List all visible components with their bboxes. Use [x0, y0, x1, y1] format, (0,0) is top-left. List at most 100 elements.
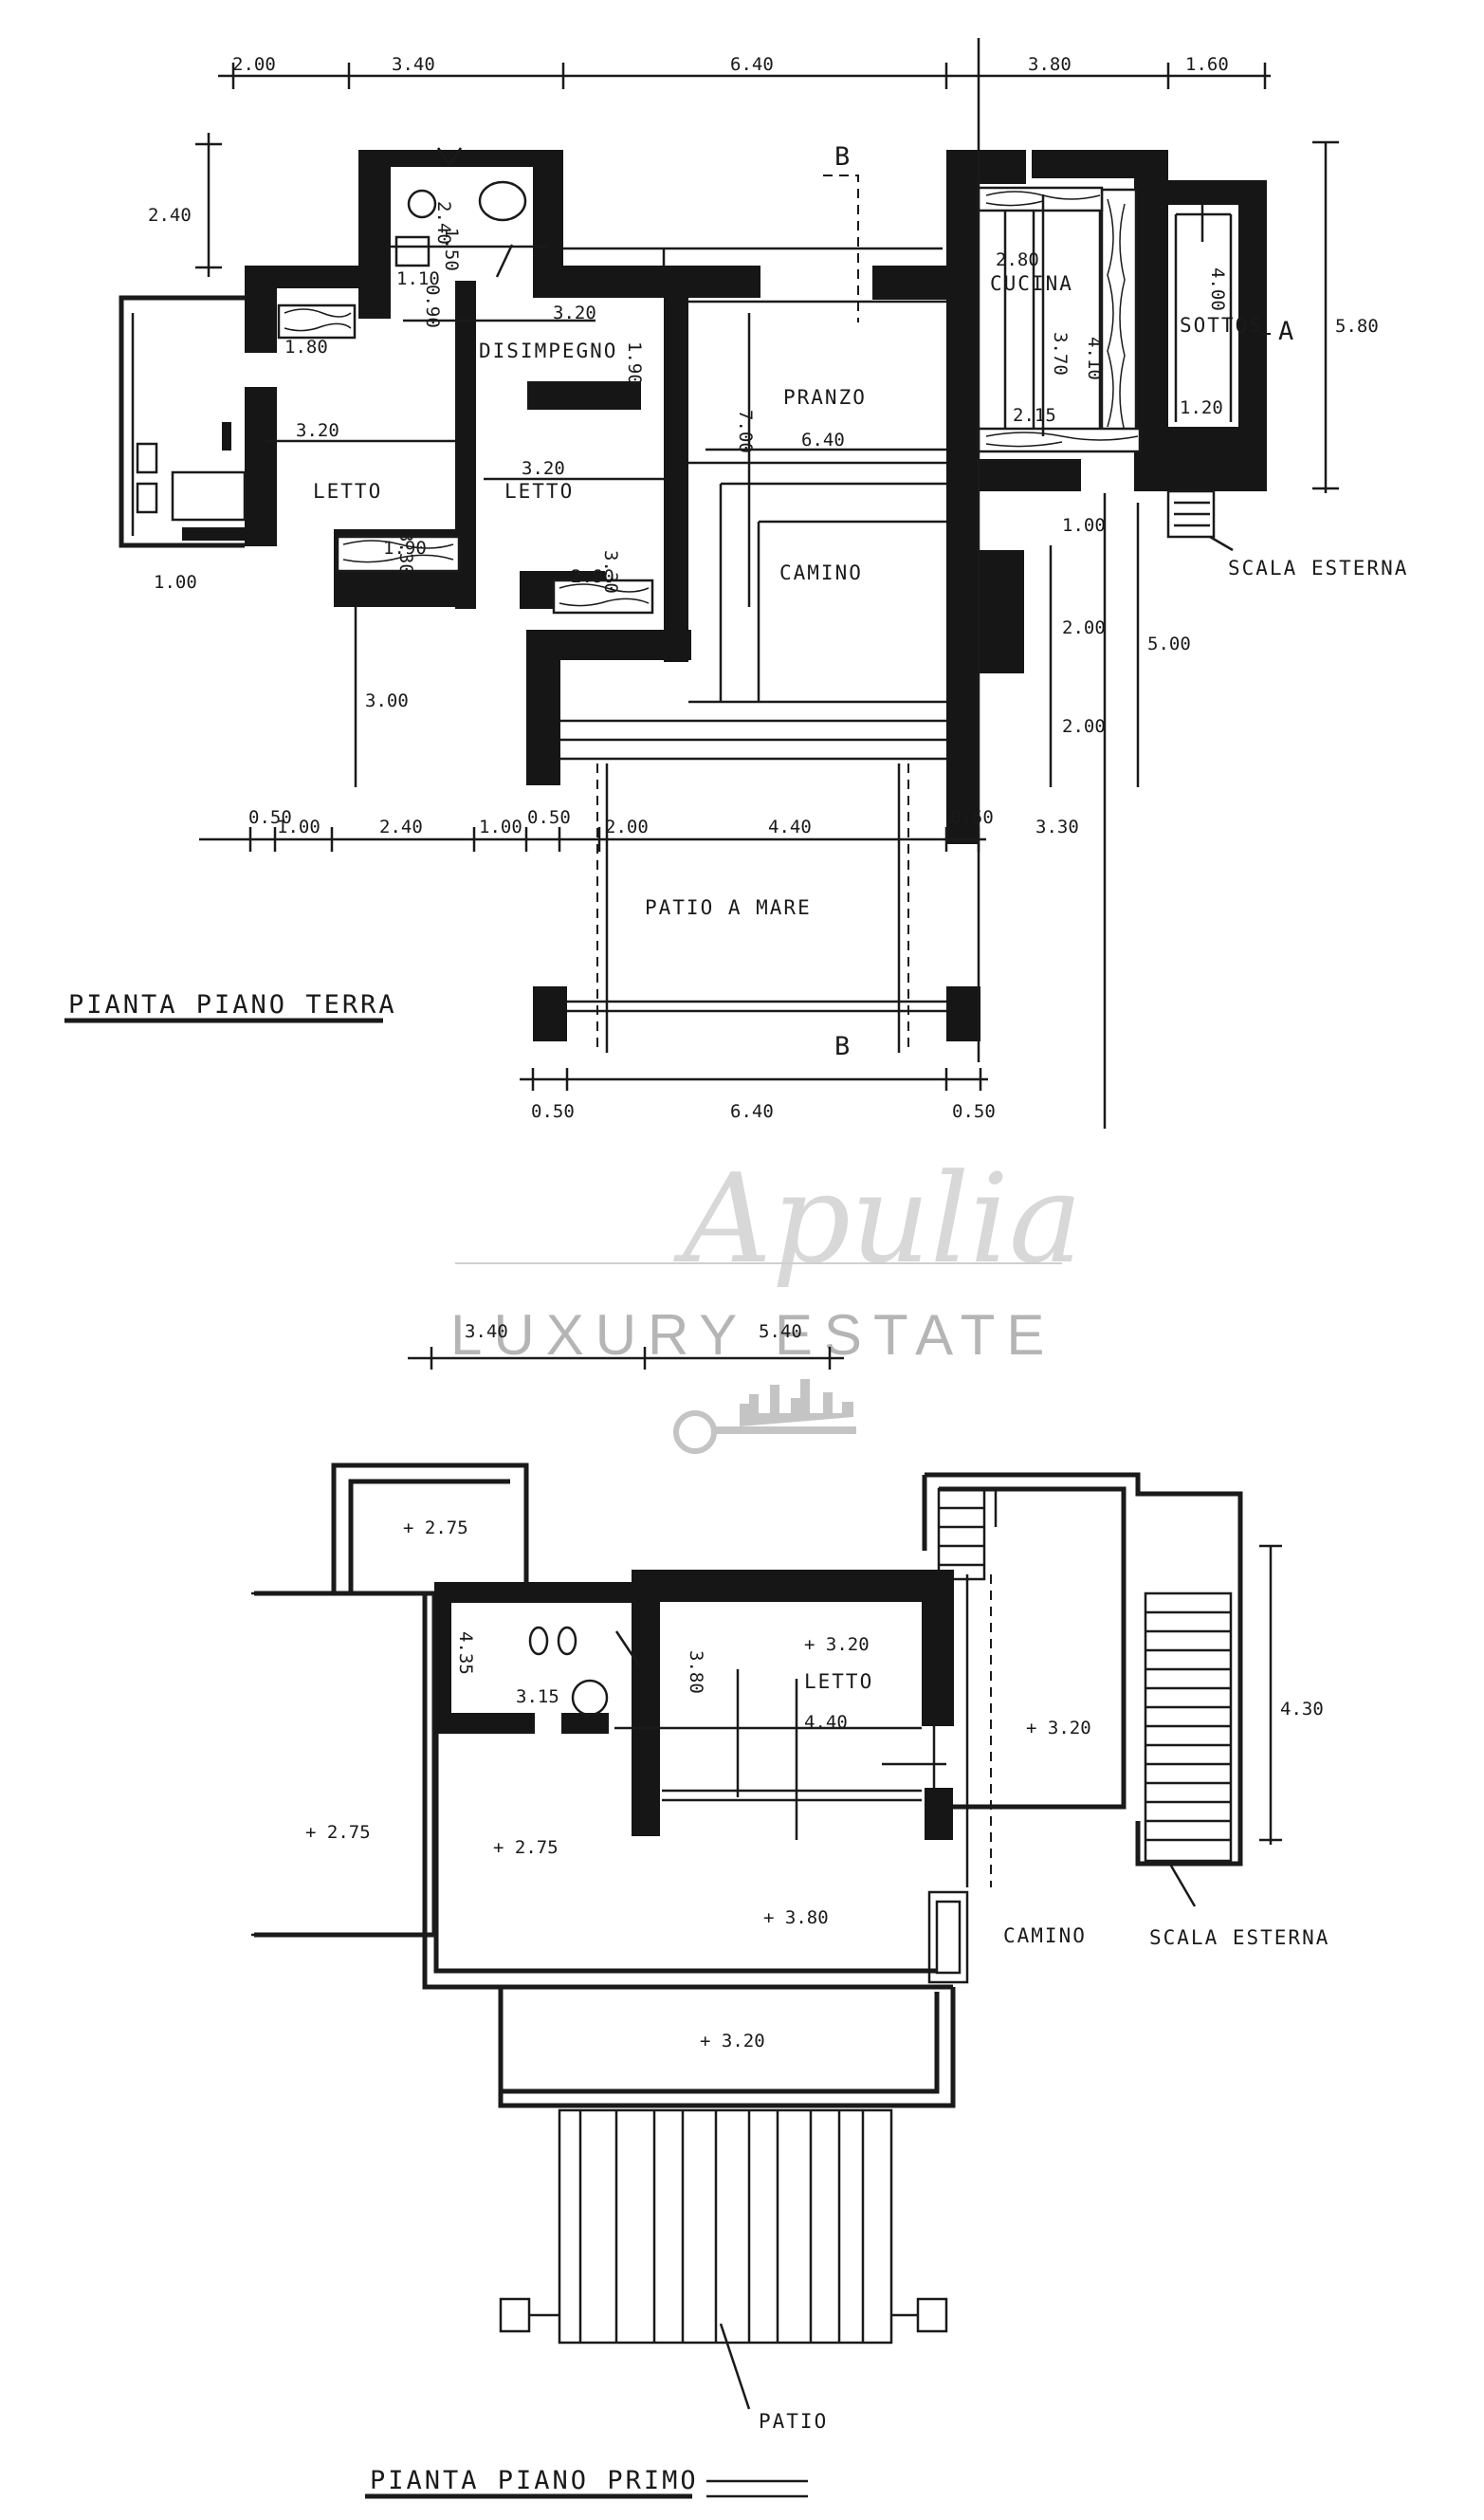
dim-1-90-disimpegno: 1.90 [624, 341, 645, 385]
ground-bathroom-fixtures [136, 147, 527, 514]
sink-icon [478, 180, 527, 222]
ground-bottom-dimension-chain: 0.50 1.00 2.40 1.00 0.50 2.00 4.40 0.50 … [199, 807, 1079, 852]
ground-floor-plan: 2.00 3.40 6.40 3.80 1.60 2.40 5.80 1.00 … [64, 38, 1408, 1129]
section-mark-b-top: B [834, 142, 852, 172]
dim-2-90: 2.90 [571, 566, 614, 587]
dim-3-30-letto-2: 3.30 [600, 550, 621, 594]
first-dimension-labels: 3.80 4.40 4.30 3.15 4.35 [455, 1631, 1324, 1733]
dim-5-00: 5.00 [1147, 634, 1191, 654]
dim-2-40-bath: 2.40 [433, 201, 454, 245]
dim-1-60: 1.60 [1185, 54, 1229, 75]
dim-1-90-wardrobe: 1.90 [383, 538, 427, 559]
dim-6-40-pranzo: 6.40 [801, 430, 845, 451]
watermark-script: Apulia [673, 1147, 1082, 1291]
first-walls [434, 1570, 954, 1840]
dim-2-40-left: 2.40 [148, 205, 192, 226]
first-patio-deck [499, 2108, 948, 2410]
level-terrace-bottom: + 3.20 [700, 2031, 765, 2051]
dim-bottom-3-30: 3.30 [1035, 817, 1079, 837]
dim-3-80: 3.80 [1028, 54, 1072, 75]
dim-first-3-80: 3.80 [686, 1650, 706, 1694]
first-room-label-patio: PATIO [759, 2410, 828, 2433]
sink-icon-first [571, 1679, 609, 1717]
dim-first-3-15: 3.15 [516, 1686, 559, 1707]
level-living: + 3.80 [763, 1907, 829, 1928]
dim-bottom-1-00: 1.00 [277, 817, 321, 837]
patio-dimension-chain: 0.50 6.40 0.50 [520, 1068, 996, 1122]
dim-1-10: 1.10 [396, 268, 440, 289]
first-floor-title: PIANTA PIANO PRIMO [370, 2466, 699, 2495]
dim-bottom-1-00-b: 1.00 [479, 817, 522, 837]
dim-2-00: 2.00 [232, 54, 276, 75]
dim-3-20-letto-1: 3.20 [296, 420, 339, 441]
room-label-scala-esterna: SCALA ESTERNA [1228, 557, 1408, 579]
dim-patio-6-40: 6.40 [730, 1101, 774, 1122]
dim-bottom-0-50: 0.50 [248, 807, 292, 828]
dim-patio-0-50-right: 0.50 [952, 1101, 996, 1122]
first-room-label-letto: LETTO [804, 1670, 873, 1693]
room-label-patio-a-mare: PATIO A MARE [645, 896, 812, 919]
first-external-stair [937, 1487, 1282, 1907]
dim-first-5-40: 5.40 [759, 1321, 802, 1342]
dim-2-00-upper: 2.00 [1062, 617, 1106, 638]
dim-first-4-40: 4.40 [804, 1712, 848, 1733]
dim-bottom-4-40: 4.40 [768, 817, 812, 837]
dim-bottom-0-50-c: 0.50 [950, 807, 994, 828]
dim-4-10: 4.10 [1084, 337, 1105, 380]
first-room-label-camino: CAMINO [1003, 1924, 1087, 1947]
first-bathroom-fixtures [528, 1626, 641, 1717]
toilet-icon-first [528, 1626, 549, 1656]
dim-bottom-2-40: 2.40 [379, 817, 423, 837]
dim-first-4-35: 4.35 [455, 1631, 476, 1675]
level-lower-room: + 2.75 [493, 1837, 559, 1858]
first-top-dimension-chain: 3.40 5.40 [408, 1321, 844, 1370]
door-swing-icon [495, 244, 514, 278]
dim-3-20-letto-2: 3.20 [522, 458, 565, 479]
door-swing-icon-first [614, 1630, 641, 1666]
shower-icon [436, 147, 463, 168]
dim-bottom-0-50-b: 0.50 [527, 807, 571, 828]
first-thin-outlines [254, 1462, 1243, 2108]
first-level-labels: + 2.75 + 2.75 + 2.75 + 3.20 + 3.20 + 3.8… [305, 1518, 1091, 2051]
level-terrace-left: + 2.75 [305, 1822, 371, 1843]
ground-room-dimensions: 3.20 3.20 3.20 3.30 3.30 7.00 6.40 2.80 … [266, 194, 1228, 607]
dim-3-40: 3.40 [392, 54, 435, 75]
patio-a-mare-outline [559, 757, 946, 1053]
dim-3-20-disimpegno: 3.20 [553, 303, 596, 323]
dim-6-40: 6.40 [730, 54, 774, 75]
dim-3-30-letto-1: 3.30 [395, 531, 416, 575]
dim-7-00: 7.00 [735, 410, 756, 453]
ground-top-dimension-chain: 2.00 3.40 6.40 3.80 1.60 [218, 54, 1271, 89]
dim-4-00: 4.00 [1207, 267, 1228, 311]
dim-1-80: 1.80 [284, 337, 328, 358]
dim-1-00-left: 1.00 [154, 572, 197, 593]
room-label-letto-1: LETTO [313, 480, 382, 503]
ground-floor-title: PIANTA PIANO TERRA [68, 990, 397, 1020]
dim-0-90: 0.90 [422, 285, 443, 328]
ground-wood-counters [277, 186, 1142, 615]
ground-side-dimensions: 2.40 5.80 1.00 3.00 1.00 2.00 2.00 5.00 [148, 133, 1379, 787]
dim-patio-0-50-left: 0.50 [531, 1101, 575, 1122]
dim-2-00-lower: 2.00 [1062, 716, 1106, 737]
ground-thin-outlines [119, 195, 1234, 742]
first-interior-lines [614, 1669, 946, 1840]
watermark: Apulia LUXURY ESTATE [450, 1147, 1082, 1454]
room-label-disimpegno: DISIMPEGNO [479, 340, 617, 362]
room-label-letto-2: LETTO [504, 480, 574, 503]
dim-first-4-30: 4.30 [1280, 1699, 1324, 1720]
dim-1-20: 1.20 [1180, 397, 1223, 418]
dim-2-15: 2.15 [1013, 405, 1056, 426]
room-label-pranzo: PRANZO [783, 386, 867, 409]
watermark-key-icon [673, 1379, 856, 1454]
section-mark-a: A [1278, 317, 1296, 346]
dim-first-3-40: 3.40 [465, 1321, 508, 1342]
dim-1-50: 1.50 [441, 228, 462, 271]
section-mark-b-bottom: B [834, 1032, 852, 1061]
dim-5-80: 5.80 [1335, 316, 1379, 337]
dim-2-80: 2.80 [996, 249, 1039, 270]
toilet-icon [407, 189, 437, 219]
dim-3-00: 3.00 [365, 690, 409, 711]
level-terrace-top: + 2.75 [403, 1518, 468, 1538]
first-floor-plan: 3.40 5.40 [251, 1321, 1328, 2499]
